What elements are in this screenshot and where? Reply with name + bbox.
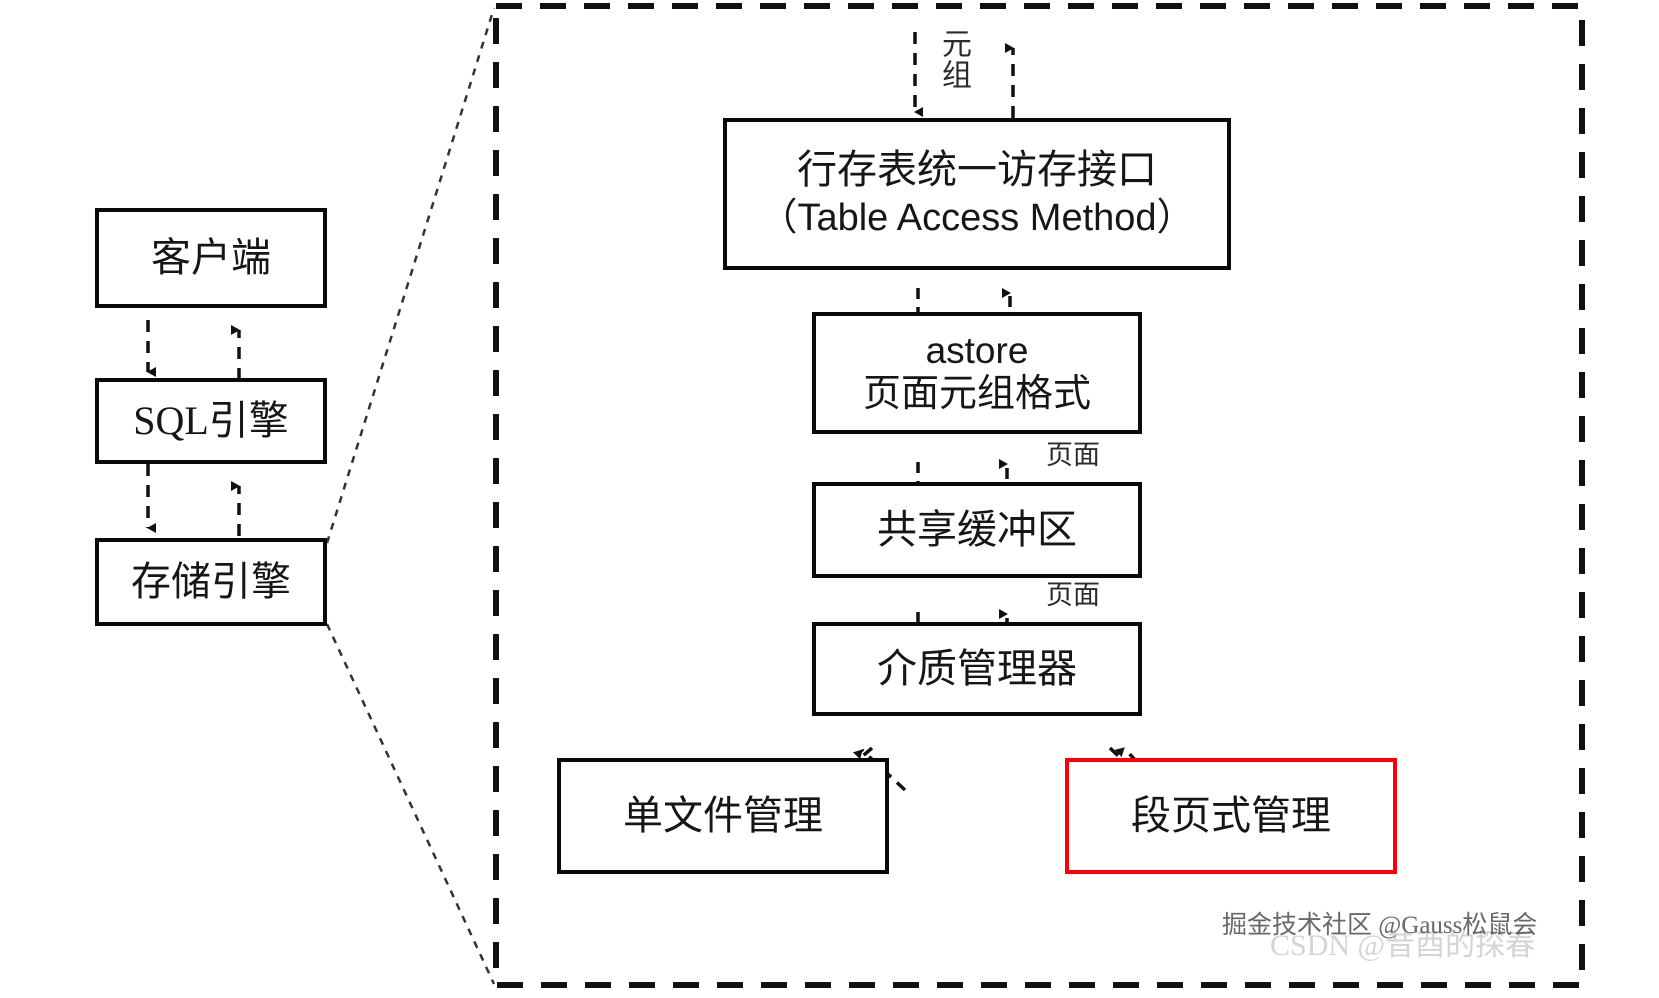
node-single-file-management[interactable]: 单文件管理 <box>557 758 889 874</box>
node-astore-line2: 页面元组格式 <box>862 373 1091 416</box>
watermark-csdn: CSDN @昔酉的探春 <box>1270 929 1536 962</box>
node-table-access-method[interactable]: 行存表统一访存接口 （Table Access Method） <box>723 118 1231 270</box>
node-media-manager-label: 介质管理器 <box>877 645 1077 691</box>
node-table-access-method-line2: （Table Access Method） <box>759 197 1195 240</box>
node-astore[interactable]: astore 页面元组格式 <box>812 312 1142 434</box>
edge-label-page-lower: 页面 <box>1046 580 1100 610</box>
node-storage-engine-label: 存储引擎 <box>131 558 291 604</box>
edge-label-tuple: 元组 <box>937 28 970 90</box>
callout-line-bottom <box>325 623 496 985</box>
node-segment-page-management[interactable]: 段页式管理 <box>1065 758 1397 874</box>
callout-line-top <box>325 7 496 544</box>
edge-label-page-upper: 页面 <box>1046 440 1100 470</box>
node-astore-line1: astore <box>925 330 1029 371</box>
node-shared-buffer[interactable]: 共享缓冲区 <box>812 482 1142 578</box>
node-media-manager[interactable]: 介质管理器 <box>812 622 1142 716</box>
node-table-access-method-line1: 行存表统一访存接口 <box>797 147 1157 193</box>
node-client-label: 客户端 <box>151 234 271 280</box>
node-sql-engine-label: SQL引擎 <box>133 397 289 443</box>
watermark-juejin: 掘金技术社区 @Gauss松鼠会 <box>1222 912 1538 939</box>
node-shared-buffer-label: 共享缓冲区 <box>877 506 1077 552</box>
node-sql-engine[interactable]: SQL引擎 <box>95 378 327 464</box>
node-segment-page-management-label: 段页式管理 <box>1131 792 1331 838</box>
node-single-file-management-label: 单文件管理 <box>623 792 823 838</box>
node-client[interactable]: 客户端 <box>95 208 327 308</box>
node-storage-engine[interactable]: 存储引擎 <box>95 538 327 626</box>
